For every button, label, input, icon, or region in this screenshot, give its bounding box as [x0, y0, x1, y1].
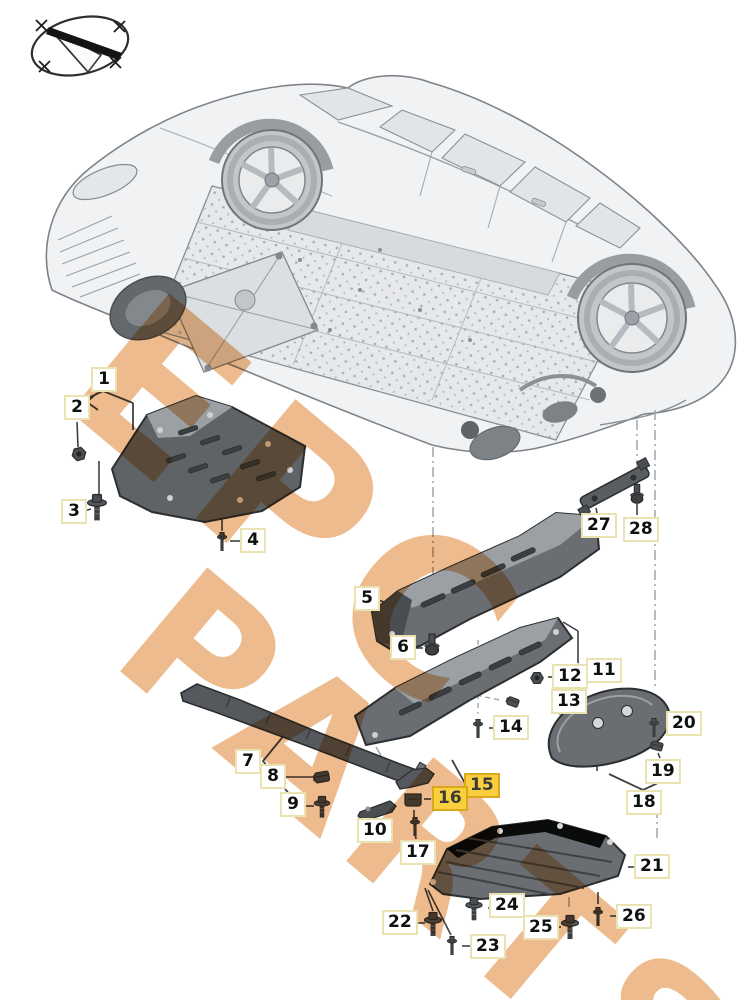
rear-bumper-line — [599, 399, 687, 426]
car-windows — [298, 87, 641, 249]
callout-9[interactable]: 9 — [280, 792, 306, 817]
part-3-bolt[interactable] — [86, 493, 108, 522]
epc-parts-logo — [30, 15, 130, 77]
logo-paper-plane-icon — [46, 27, 122, 74]
callout-19[interactable]: 19 — [645, 759, 681, 784]
callout-18[interactable]: 18 — [626, 790, 662, 815]
callout-14[interactable]: 14 — [493, 715, 529, 740]
callout-26[interactable]: 26 — [616, 904, 652, 929]
floor-bolts — [298, 248, 472, 342]
part-1-front-underbody-cover[interactable] — [110, 394, 307, 524]
part-10-small-bracket[interactable] — [357, 800, 397, 822]
callout-8[interactable]: 8 — [260, 764, 286, 789]
logo-cross-ticks — [35, 19, 126, 73]
part-14-screw[interactable] — [472, 719, 484, 739]
part-24-bolt[interactable] — [465, 897, 483, 921]
callout-2[interactable]: 2 — [64, 395, 90, 420]
car-door-seams — [419, 151, 567, 263]
callout-4[interactable]: 4 — [240, 528, 266, 553]
part-28-bolt[interactable] — [630, 483, 644, 504]
part-23-screw[interactable] — [446, 936, 458, 956]
part-15-hinge-bracket[interactable] — [395, 761, 435, 790]
callout-16[interactable]: 16 — [432, 786, 468, 811]
callout-13[interactable]: 13 — [551, 689, 587, 714]
door-handle — [531, 197, 547, 208]
callout-5[interactable]: 5 — [354, 586, 380, 611]
callout-27[interactable]: 27 — [581, 513, 617, 538]
callout-24[interactable]: 24 — [489, 893, 525, 918]
headlight — [72, 163, 138, 201]
front-grille-hatching — [57, 215, 141, 298]
callout-6[interactable]: 6 — [390, 635, 416, 660]
part-21-rear-underbody-panel[interactable] — [428, 818, 627, 901]
callout-22[interactable]: 22 — [382, 910, 418, 935]
part-4-screw[interactable] — [216, 532, 228, 552]
part-9-bolt[interactable] — [313, 795, 331, 819]
front-left-wheel — [109, 275, 187, 341]
part-11-underbody-panel-assembly[interactable] — [353, 616, 574, 747]
part-22-bolt[interactable] — [423, 911, 443, 937]
callout-3[interactable]: 3 — [61, 499, 87, 524]
part-25-bolt[interactable] — [560, 914, 580, 940]
part-2-nut[interactable] — [70, 445, 88, 463]
part-17-screw[interactable] — [409, 817, 421, 837]
part-5-center-underbody-panel[interactable] — [370, 511, 601, 654]
callout-15[interactable]: 15 — [464, 773, 500, 798]
front-right-wheel — [208, 118, 334, 231]
callout-10[interactable]: 10 — [357, 818, 393, 843]
callout-25[interactable]: 25 — [523, 915, 559, 940]
callout-1[interactable]: 1 — [91, 367, 117, 392]
callout-20[interactable]: 20 — [666, 711, 702, 736]
part-8-clip-nut[interactable] — [311, 770, 331, 785]
callout-21[interactable]: 21 — [634, 854, 670, 879]
callout-12[interactable]: 12 — [552, 664, 588, 689]
callout-17[interactable]: 17 — [400, 840, 436, 865]
callout-28[interactable]: 28 — [623, 517, 659, 542]
vehicle-underbody-illustration — [45, 74, 737, 461]
door-handle — [461, 166, 477, 175]
rear-right-wheel — [566, 253, 696, 373]
part-12-nut[interactable] — [530, 672, 544, 684]
callout-11[interactable]: 11 — [586, 658, 622, 683]
callout-7[interactable]: 7 — [235, 749, 261, 774]
part-13-clip[interactable] — [504, 695, 521, 709]
part-26-screw[interactable] — [592, 907, 604, 927]
part-27-rail-bracket[interactable] — [571, 457, 655, 518]
callout-23[interactable]: 23 — [470, 934, 506, 959]
part-16-retaining-clip[interactable] — [404, 793, 422, 807]
rear-suspension — [461, 374, 606, 461]
